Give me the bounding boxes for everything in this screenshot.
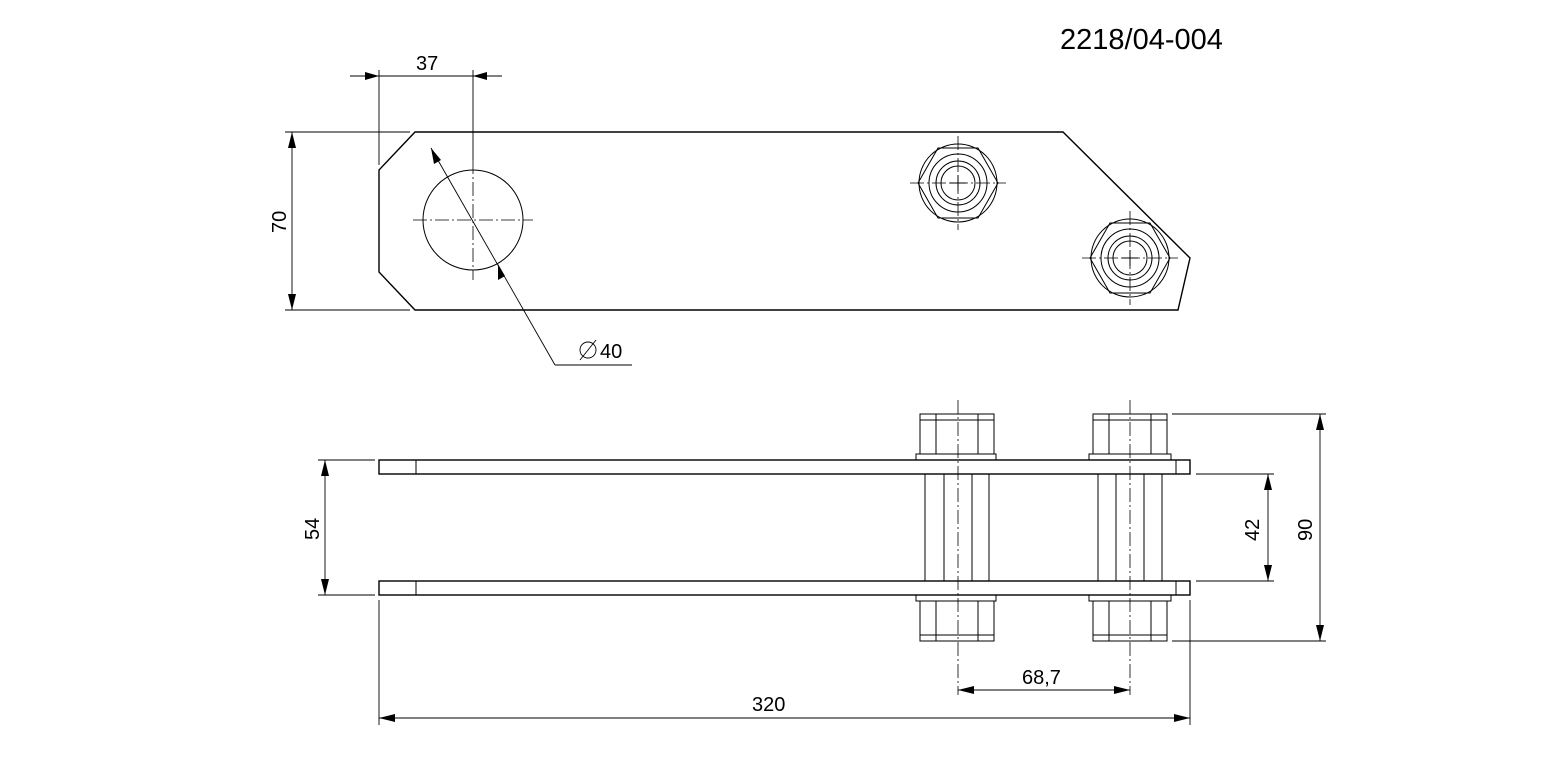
dimension-total-length: 320: [378, 600, 1191, 725]
dimension-bolt-spacing: 68,7: [958, 667, 1130, 694]
dimension-total-height-text: 90: [1295, 519, 1317, 541]
side-view: 54 42 90 68,7: [302, 400, 1326, 725]
bolt-top-view-2: [1082, 211, 1178, 305]
drawing-number: 2218/04-004: [1060, 24, 1223, 56]
lower-plate: [378, 580, 1191, 596]
dimension-outer-gap-text: 54: [302, 518, 324, 540]
diameter-icon: [579, 339, 597, 361]
dimension-hole-diameter-text: 40: [600, 341, 622, 363]
dimension-plate-height-text: 70: [269, 211, 291, 233]
dimension-inner-gap-text: 42: [1242, 519, 1264, 541]
dimension-hole-offset: 37: [350, 53, 502, 165]
bolt-side-view-1: [915, 400, 997, 695]
plate-outline: [378, 131, 1191, 311]
dimension-inner-gap: 42: [1196, 473, 1274, 582]
bolt-top-view-1: [910, 136, 1006, 230]
dimension-hole-diameter: 40: [430, 147, 632, 366]
dimension-total-length-text: 320: [752, 694, 785, 716]
bolt-side-view-2: [1088, 400, 1172, 695]
dimension-outer-gap: 54: [302, 459, 375, 596]
top-view: 37 70 40: [269, 53, 1191, 366]
dimension-bolt-spacing-text: 68,7: [1022, 667, 1061, 689]
dimension-hole-offset-text: 37: [416, 53, 438, 75]
dimension-total-height: 90: [1172, 413, 1326, 642]
upper-plate: [378, 459, 1191, 475]
dimension-plate-height: 70: [269, 131, 410, 311]
